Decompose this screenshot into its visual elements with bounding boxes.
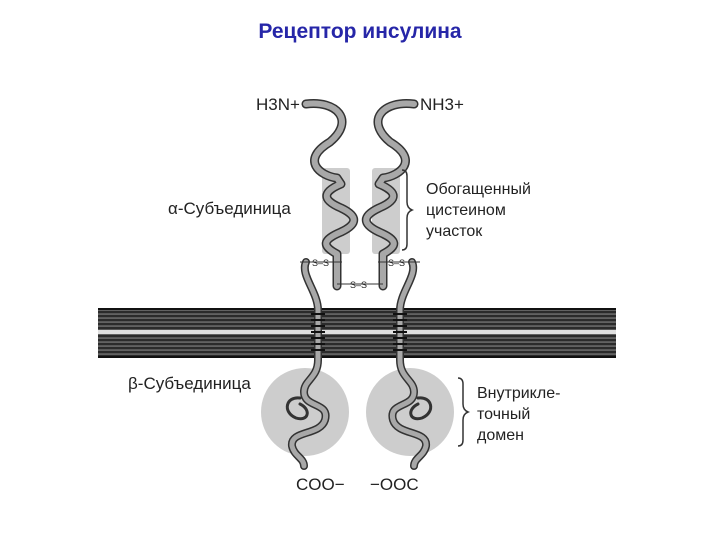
c-terminus-left: COO− (296, 475, 345, 494)
c-terminus-right: −OOC (370, 475, 419, 494)
bracket-intracellular (458, 378, 468, 446)
cysteine-label-3: участок (426, 223, 483, 240)
disulfide-label-right: S–S (388, 258, 405, 268)
alpha-subunit-label: α-Субъединица (168, 199, 291, 218)
disulfide-label-left: S–S (312, 258, 329, 268)
beta-subunit-label: β-Субъединица (128, 374, 251, 393)
bracket-cysteine (402, 170, 412, 250)
n-terminus-left: H3N+ (256, 95, 300, 114)
n-terminus-right: NH3+ (420, 95, 464, 114)
transmembrane-helix-right (393, 314, 407, 350)
cysteine-label-2: цистеином (426, 202, 506, 219)
intracellular-label-1: Внутрикле- (477, 385, 560, 402)
disulfide-label-center: S–S (350, 280, 367, 290)
cysteine-label-1: Обогащенный (426, 181, 531, 198)
intracellular-label-2: точный (477, 406, 530, 423)
cell-membrane (98, 308, 616, 358)
intracellular-label-3: домен (477, 427, 524, 444)
transmembrane-helix-left (311, 314, 325, 350)
